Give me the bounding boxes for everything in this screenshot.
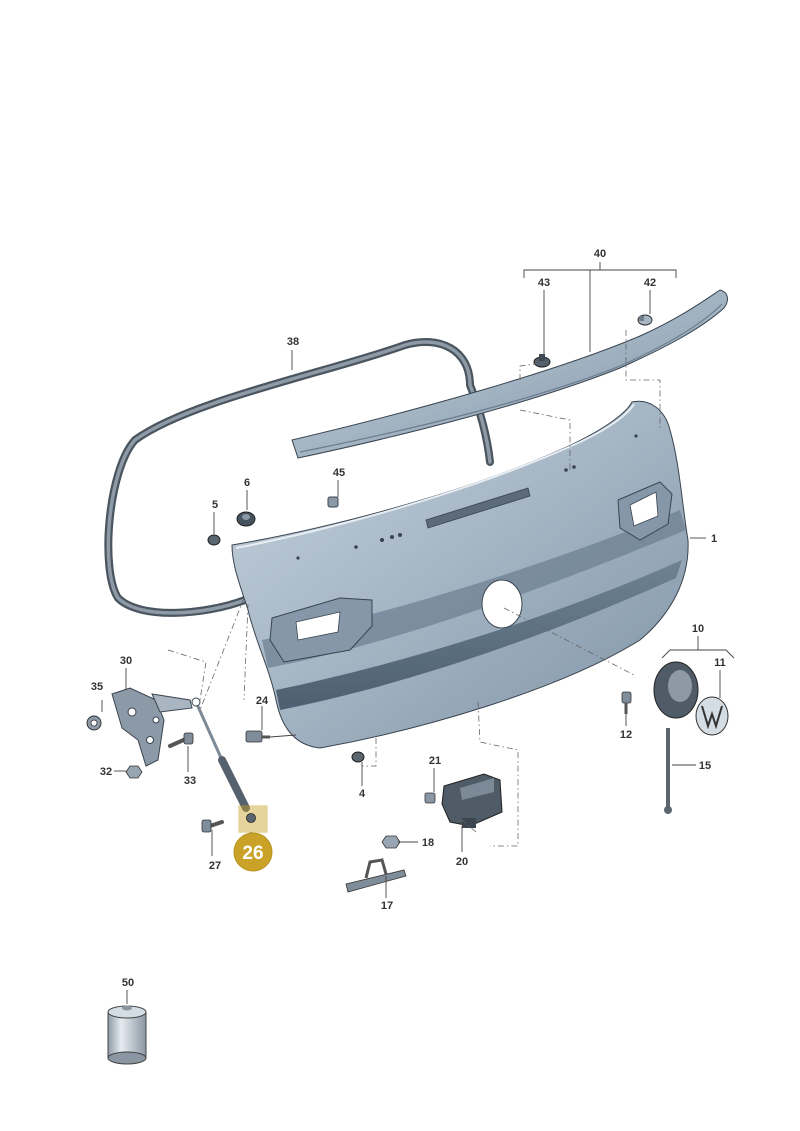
callout-4[interactable]: 4 [359, 788, 366, 800]
callout-50[interactable]: 50 [122, 977, 134, 989]
callout-42[interactable]: 42 [644, 277, 656, 289]
nut-32 [125, 765, 143, 779]
callout-1[interactable]: 1 [711, 533, 717, 545]
bump-stop-6 [236, 511, 256, 527]
striker-17 [345, 858, 407, 893]
gas-strut-26 [191, 697, 250, 812]
callout-33[interactable]: 33 [184, 775, 196, 787]
nut-18 [381, 835, 401, 849]
lock-20 [441, 773, 503, 828]
gas-strut-26-end-highlight [238, 805, 268, 833]
spoiler [291, 289, 728, 459]
callout-43[interactable]: 43 [538, 277, 550, 289]
callout-24[interactable]: 24 [256, 695, 269, 707]
callout-40[interactable]: 40 [594, 248, 606, 260]
callout-38[interactable]: 38 [287, 336, 299, 348]
emblem-11 [695, 696, 729, 736]
nut-35 [86, 715, 102, 731]
bolt-21 [424, 792, 436, 804]
grommet-5 [207, 534, 221, 546]
callout-35[interactable]: 35 [91, 681, 103, 693]
callout-30[interactable]: 30 [120, 655, 132, 667]
callout-27[interactable]: 27 [209, 860, 221, 872]
callout-18[interactable]: 18 [422, 837, 434, 849]
callout-labels: 40 43 42 38 45 6 5 1 10 11 12 15 30 35 3… [91, 248, 726, 989]
callout-26[interactable]: 26 [242, 843, 263, 864]
tailgate-seal [104, 337, 494, 617]
callout-6[interactable]: 6 [244, 477, 250, 489]
callout-15[interactable]: 15 [699, 760, 711, 772]
rod-15 [664, 728, 672, 814]
callout-21[interactable]: 21 [429, 755, 441, 767]
handle-module-10 [653, 661, 699, 719]
hinge-30 [111, 687, 193, 767]
callout-17[interactable]: 17 [381, 900, 393, 912]
callout-11[interactable]: 11 [714, 657, 726, 669]
stud-24 [245, 730, 270, 743]
callout-20[interactable]: 20 [456, 856, 468, 868]
callout-32[interactable]: 32 [100, 766, 112, 778]
callout-26-badge[interactable]: 26 [233, 832, 273, 872]
tailgate-panel [231, 400, 689, 749]
grommet-4 [351, 751, 365, 763]
assembly-guide-lines [167, 330, 661, 847]
callout-10[interactable]: 10 [692, 623, 704, 635]
bolt-45 [327, 496, 339, 508]
callout-5[interactable]: 5 [212, 499, 218, 511]
bolt-12 [621, 691, 632, 714]
callout-45[interactable]: 45 [333, 467, 345, 479]
leader-lines [101, 262, 735, 1004]
clip-43 [533, 354, 551, 368]
callout-12[interactable]: 12 [620, 729, 632, 741]
container-50 [107, 1005, 147, 1065]
bolt-27 [201, 819, 224, 833]
bolt-33 [168, 732, 194, 748]
clip-42 [637, 314, 653, 326]
